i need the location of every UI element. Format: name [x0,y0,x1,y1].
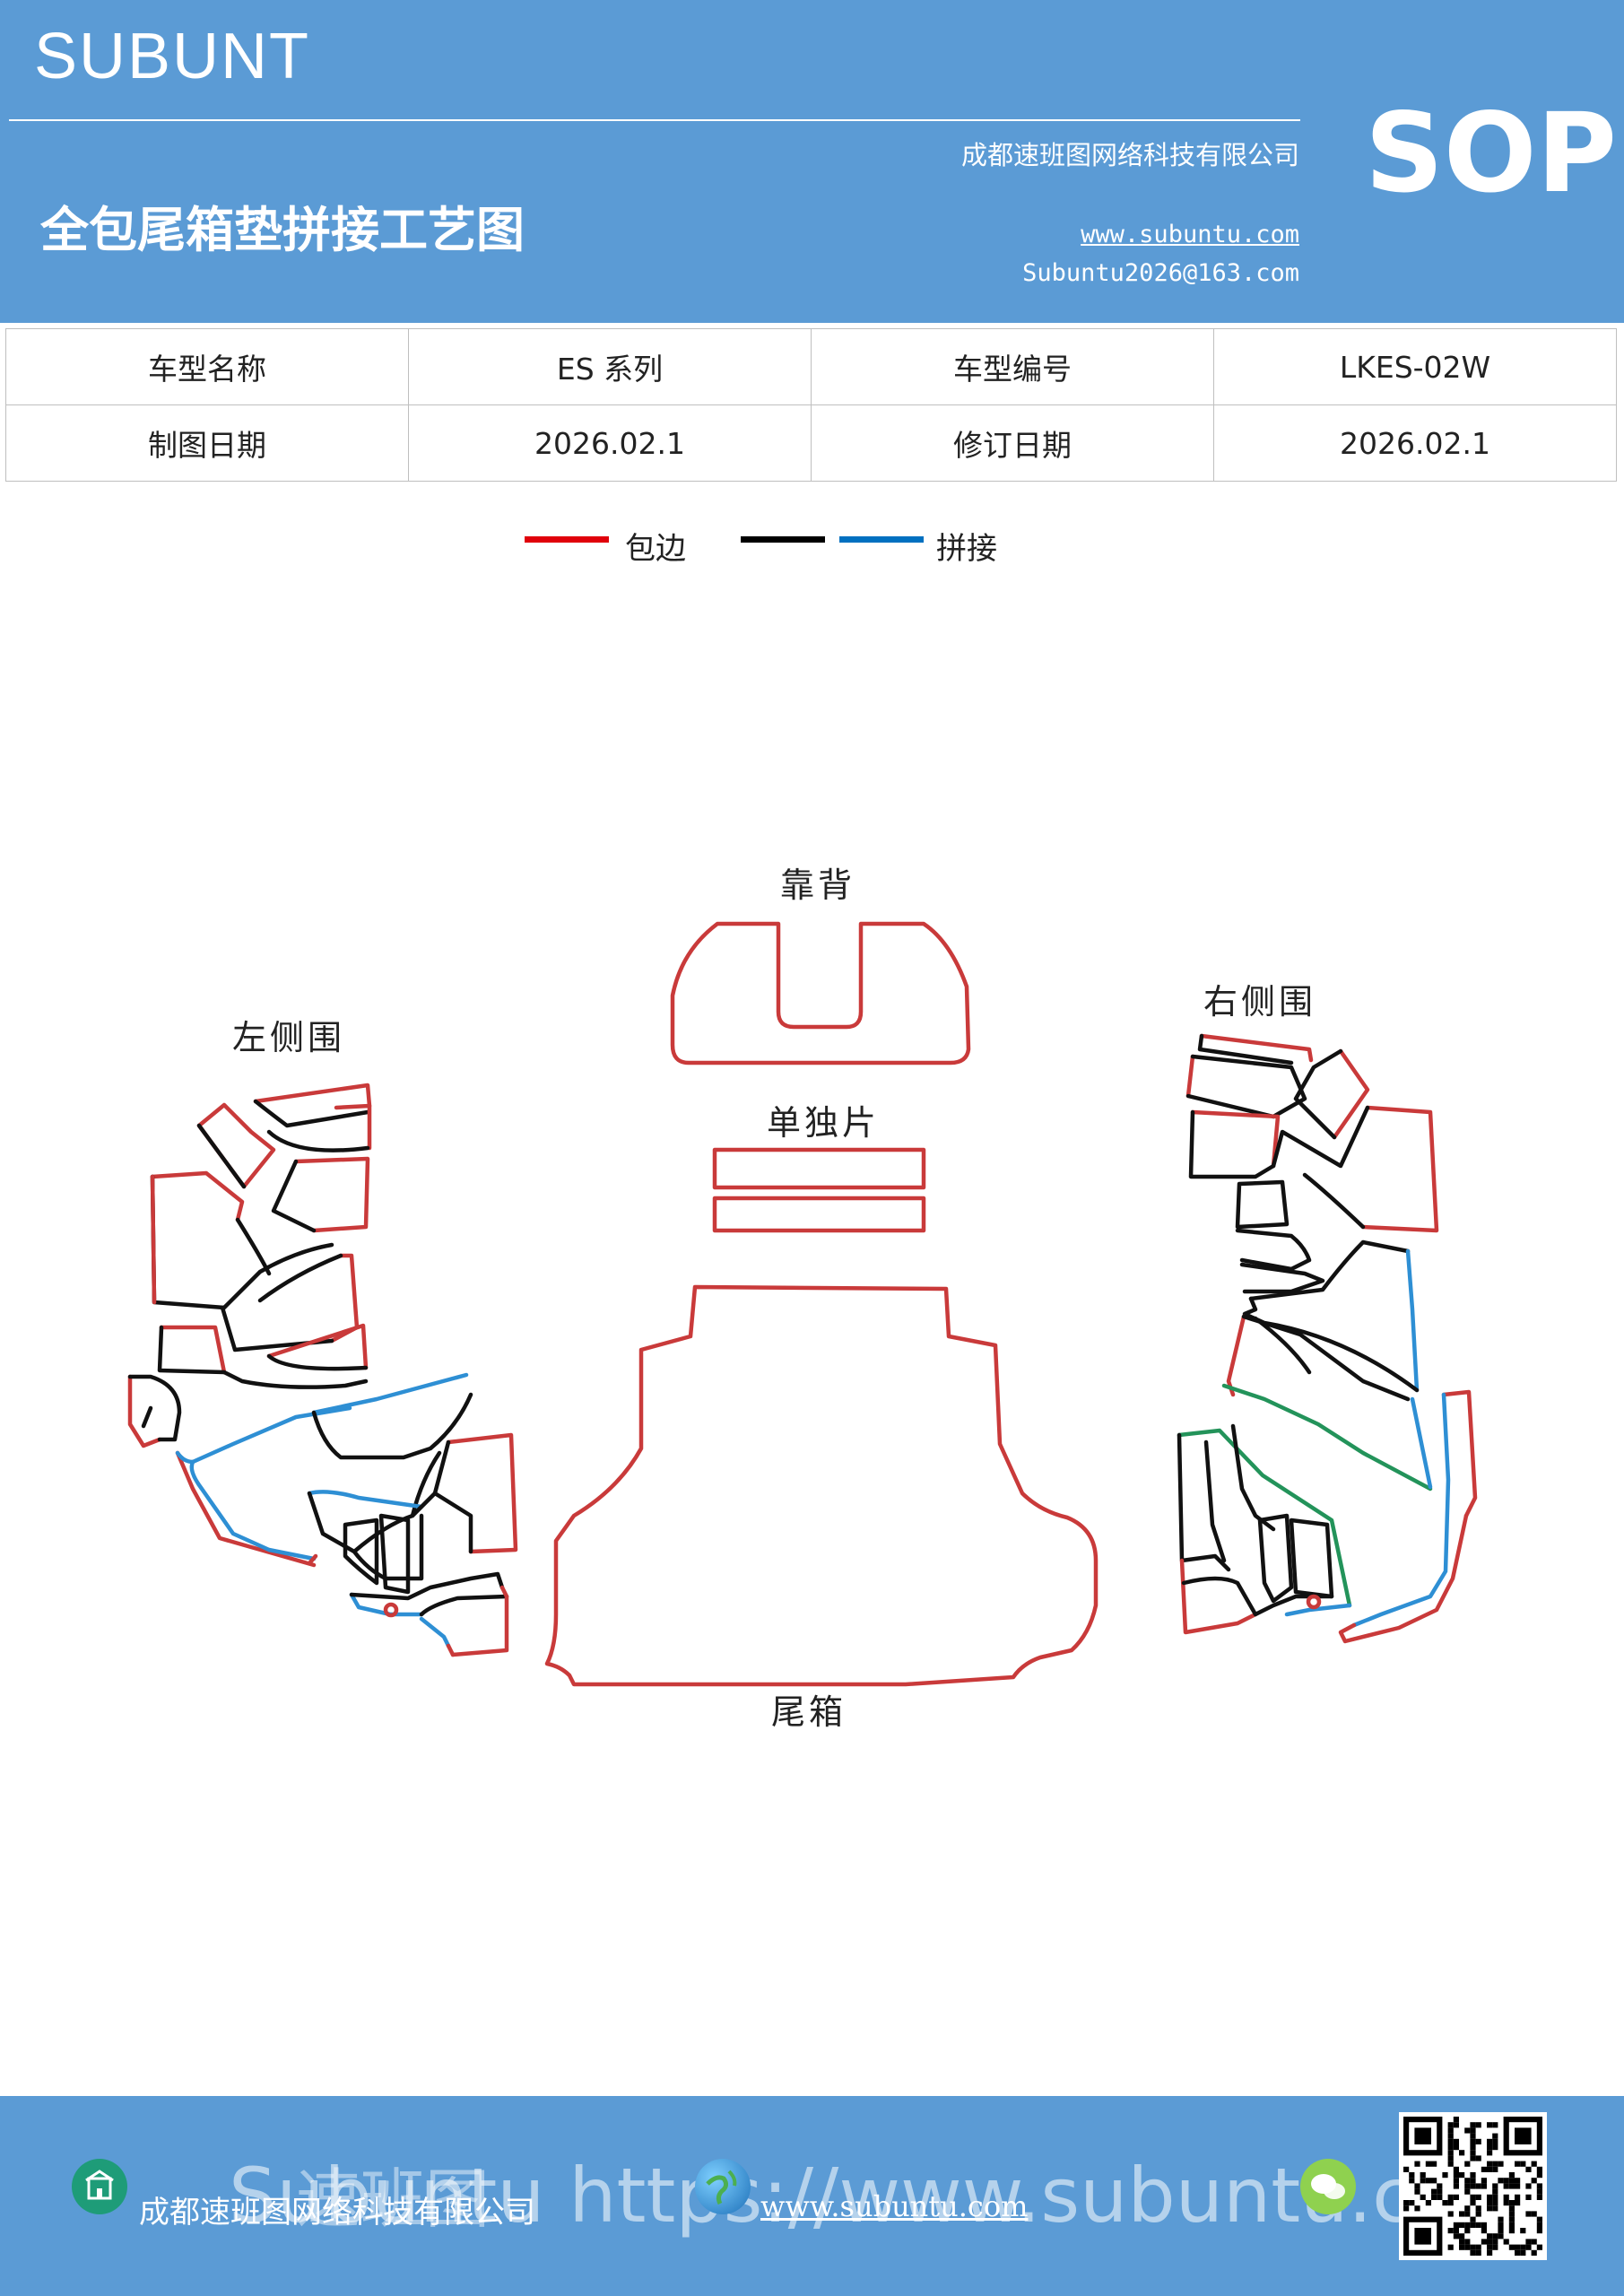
document-title: 全包尾箱垫拼接工艺图 [40,201,525,258]
footer-company-name: 成都速班图网络科技有限公司 [139,2195,535,2231]
footer-watermark-cn: 速班图 [296,2161,491,2237]
label-right-side: 右侧围 [1203,982,1316,1022]
single-strip-top [712,1147,926,1190]
vehicle-info-table: 车型名称 ES 系列 车型编号 LKES-02W 制图日期 2026.02.1 … [5,328,1617,482]
building-icon [72,2159,127,2214]
footer-banner: Subuntu https://www.subuntu.com 速班图 成都速班… [0,2096,1624,2296]
table-cell: 修订日期 [811,404,1214,482]
website-link[interactable]: www.subuntu.com [1081,221,1299,248]
label-left-side: 左侧围 [232,1018,345,1057]
legend: 包边 拼接 [0,520,1624,574]
label-single-piece: 单独片 [767,1103,880,1143]
left-side-assembly [127,1083,518,1657]
header-divider [9,119,1300,121]
footer-website-link[interactable]: www.subuntu.com [760,2189,1029,2223]
table-cell: LKES-02W [1213,328,1617,405]
trunk-floor-piece [544,1284,1099,1687]
brand-logo-text: SUBUNT [34,21,311,92]
label-trunk: 尾箱 [771,1692,847,1732]
table-row: 制图日期 2026.02.1 修订日期 2026.02.1 [5,404,1617,482]
legend-swatch-join [839,536,924,543]
single-strip-bottom [712,1196,926,1233]
label-backrest: 靠背 [780,865,855,905]
email-address: Subuntu2026@163.com [1022,259,1299,287]
legend-label-join: 拼接 [936,531,997,567]
table-cell: 2026.02.1 [1213,404,1617,482]
legend-swatch-edge [525,536,609,543]
sop-badge: SOP [1365,90,1617,217]
table-cell: 2026.02.1 [408,404,812,482]
table-cell: 车型名称 [5,328,409,405]
table-cell: 车型编号 [811,328,1214,405]
company-name: 成都速班图网络科技有限公司 [960,140,1299,170]
table-cell: 制图日期 [5,404,409,482]
header-banner: SUBUNT 全包尾箱垫拼接工艺图 成都速班图网络科技有限公司 www.subu… [0,0,1624,323]
table-row: 车型名称 ES 系列 车型编号 LKES-02W [5,328,1617,405]
table-cell: ES 系列 [408,328,812,405]
wechat-icon [1300,2159,1356,2214]
qr-code [1399,2112,1547,2260]
legend-swatch-seam [741,536,825,543]
backrest-piece [670,921,971,1065]
globe-icon [695,2159,751,2214]
right-side-assembly [1177,1033,1478,1644]
legend-label-edge: 包边 [625,531,686,567]
